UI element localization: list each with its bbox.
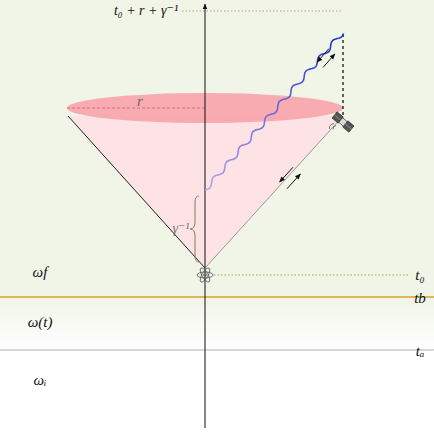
math-label: ωᵢ	[34, 373, 47, 388]
math-label: γ⁻¹	[172, 222, 189, 236]
gamma-brace	[190, 196, 199, 262]
time-axis	[205, 4, 206, 428]
t0-dotted-line	[214, 274, 408, 275]
direction-arrow	[323, 54, 335, 68]
direction-arrow	[280, 167, 293, 182]
math-label: tₐ	[416, 344, 425, 359]
atom-symbol	[197, 267, 213, 284]
math-label: ωf	[33, 265, 48, 280]
math-label: t₀	[415, 268, 424, 283]
direction-arrow	[317, 49, 329, 63]
math-label: t₀ + r + γ⁻¹	[114, 4, 178, 18]
dashed-worldline	[342, 34, 343, 116]
photon-wave	[205, 33, 344, 190]
ta-line	[0, 349, 434, 351]
math-label: ω(t)	[28, 315, 53, 330]
cone-edge	[205, 116, 343, 268]
satellite-symbol	[326, 112, 354, 140]
math-label: r	[137, 94, 143, 109]
top-dotted-line	[182, 10, 343, 11]
transition-region	[0, 297, 434, 350]
tb-line	[0, 296, 434, 298]
final-region	[0, 0, 434, 297]
radius-line	[67, 108, 205, 109]
cone-edge	[68, 116, 205, 268]
direction-arrow	[287, 174, 300, 189]
math-label: tb	[414, 291, 426, 306]
direction-arrows	[280, 49, 335, 189]
